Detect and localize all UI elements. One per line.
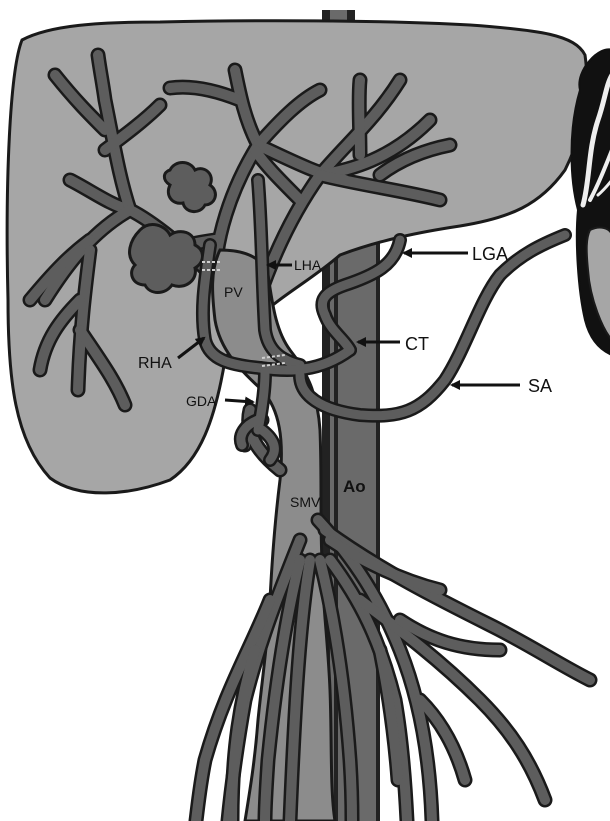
ct-label: CT	[405, 334, 429, 354]
lha-label: LHA	[294, 257, 322, 273]
rha-label: RHA	[138, 355, 172, 372]
sa-label: SA	[528, 376, 552, 396]
smv-label: SMV	[290, 494, 321, 510]
gda-label: GDA	[186, 393, 217, 409]
gda-arrow	[225, 400, 253, 402]
caudate-branches	[130, 225, 203, 293]
pv-label: PV	[224, 284, 243, 300]
lga-label: LGA	[472, 244, 508, 264]
ao-label: Ao	[343, 477, 366, 496]
